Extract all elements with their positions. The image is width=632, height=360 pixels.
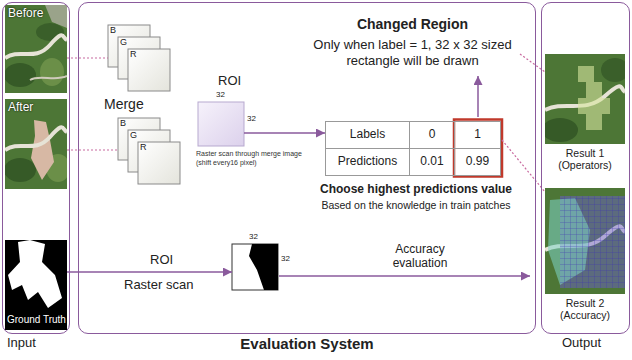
channel-stack: BGR bbox=[108, 25, 170, 91]
rgb-layers bbox=[128, 49, 170, 91]
node-text: 32 bbox=[247, 114, 256, 123]
after-photo bbox=[5, 158, 36, 182]
table-cell: 0.01 bbox=[410, 149, 455, 176]
ground-truth-mask bbox=[5, 240, 67, 330]
annotation-label: Raster scan bbox=[124, 277, 193, 293]
result-operators-photo bbox=[578, 66, 610, 130]
table-cell: 0 bbox=[410, 122, 455, 149]
highlight-box bbox=[454, 120, 502, 177]
prediction-table: Labels01Predictions0.010.99 bbox=[325, 121, 501, 176]
result-operators-photo bbox=[594, 98, 610, 114]
node-text: Result 1 (Operators) bbox=[545, 147, 625, 171]
node-text: After bbox=[8, 101, 33, 115]
annotation-label: Only when label = 1, 32 x 32 sized recta… bbox=[310, 37, 515, 70]
node-text: Evaluation System bbox=[79, 335, 535, 352]
after-photo bbox=[31, 120, 54, 180]
dotted-link bbox=[67, 57, 108, 58]
annotation-label: Choose highest predictions value bbox=[302, 182, 530, 196]
result-operators-photo bbox=[601, 58, 625, 82]
node-text: Result 2 (Accuracy) bbox=[545, 297, 625, 321]
node-text: G bbox=[130, 130, 137, 140]
ground-truth-roi bbox=[232, 244, 278, 290]
before-photo bbox=[30, 76, 67, 80]
annotation-label: Accuracy evaluation bbox=[370, 242, 470, 271]
ground-truth-mask bbox=[8, 240, 62, 308]
table-cell: Labels bbox=[326, 122, 410, 149]
node-text: R bbox=[140, 142, 147, 152]
accuracy-arrow bbox=[279, 275, 530, 277]
ground-truth-roi bbox=[249, 244, 278, 290]
result-image: Result 1 (Operators) bbox=[545, 54, 625, 144]
node-text: Output bbox=[562, 336, 601, 351]
result-accuracy-photo bbox=[545, 188, 625, 294]
node-text: ROI bbox=[218, 74, 241, 89]
result-operators-photo bbox=[545, 118, 578, 142]
up-arrow bbox=[477, 76, 479, 117]
table-cell: 1 bbox=[455, 122, 501, 149]
before-photo bbox=[36, 23, 64, 41]
panel-frame: OutputResult 1 (Operators)Result 2 (Accu… bbox=[541, 2, 630, 334]
annotation-label: Based on the knowledge in train patches bbox=[302, 199, 530, 212]
node-text: Raster scan through merge image (shift e… bbox=[196, 150, 316, 168]
before-photo bbox=[5, 35, 67, 58]
image-tile: After bbox=[5, 99, 67, 189]
image-tile: Ground Truth bbox=[5, 240, 67, 330]
node-text: 32 bbox=[216, 90, 225, 99]
node-text: Input bbox=[7, 336, 36, 351]
result-operators-photo bbox=[586, 114, 602, 130]
result-operators-photo bbox=[586, 82, 602, 98]
ground-truth-mask bbox=[5, 240, 67, 330]
ground-truth-roi bbox=[232, 244, 278, 290]
node-text: Ground Truth bbox=[7, 314, 66, 326]
result-accuracy-photo bbox=[560, 196, 625, 288]
result-operators-photo bbox=[578, 98, 594, 114]
before-photo bbox=[40, 58, 64, 86]
node-text: 32 bbox=[281, 254, 290, 263]
node-text: B bbox=[110, 25, 116, 35]
table-cell: 0.99 bbox=[455, 149, 501, 176]
channel-stack: BGR bbox=[118, 118, 180, 184]
merged-roi bbox=[198, 102, 244, 146]
image-tile: Before bbox=[5, 5, 67, 93]
before-photo bbox=[5, 63, 36, 87]
panel-frame: InputBeforeAfterGround Truth bbox=[2, 2, 70, 334]
node-text: B bbox=[120, 118, 126, 128]
truth-patch: 3232 bbox=[232, 244, 278, 290]
rgb-layers bbox=[138, 142, 180, 184]
node-text: 32 bbox=[249, 232, 258, 241]
before-photo bbox=[5, 5, 67, 93]
annotation-label: Merge bbox=[104, 96, 144, 113]
node-text: R bbox=[130, 49, 137, 59]
annotation-label: ROI bbox=[150, 252, 173, 268]
dotted-link bbox=[67, 149, 118, 150]
after-photo bbox=[5, 127, 67, 150]
table-cell: Predictions bbox=[326, 149, 410, 176]
node-text: G bbox=[120, 37, 127, 47]
result-accuracy-photo bbox=[545, 188, 625, 294]
before-photo bbox=[5, 5, 67, 93]
annotation-label: Changed Region bbox=[310, 16, 515, 33]
flow-arrow bbox=[67, 271, 232, 273]
node-text: Before bbox=[8, 7, 43, 21]
result-operators-photo bbox=[545, 54, 625, 144]
result-image: Result 2 (Accuracy) bbox=[545, 188, 625, 294]
flow-arrow bbox=[244, 132, 325, 134]
result-operators-photo bbox=[578, 66, 594, 82]
after-photo bbox=[5, 99, 67, 189]
merged-patch: ROI3232Raster scan through merge image (… bbox=[198, 102, 244, 146]
result-accuracy-photo bbox=[560, 196, 625, 288]
